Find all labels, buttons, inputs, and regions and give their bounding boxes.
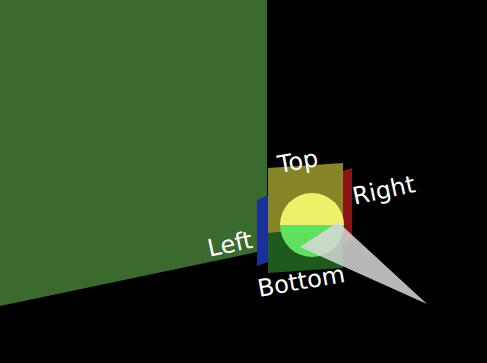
lamp-disc-top (280, 193, 344, 225)
left-panel (257, 195, 268, 266)
wall-plane (0, 0, 267, 306)
panel-label: Right (350, 171, 417, 210)
